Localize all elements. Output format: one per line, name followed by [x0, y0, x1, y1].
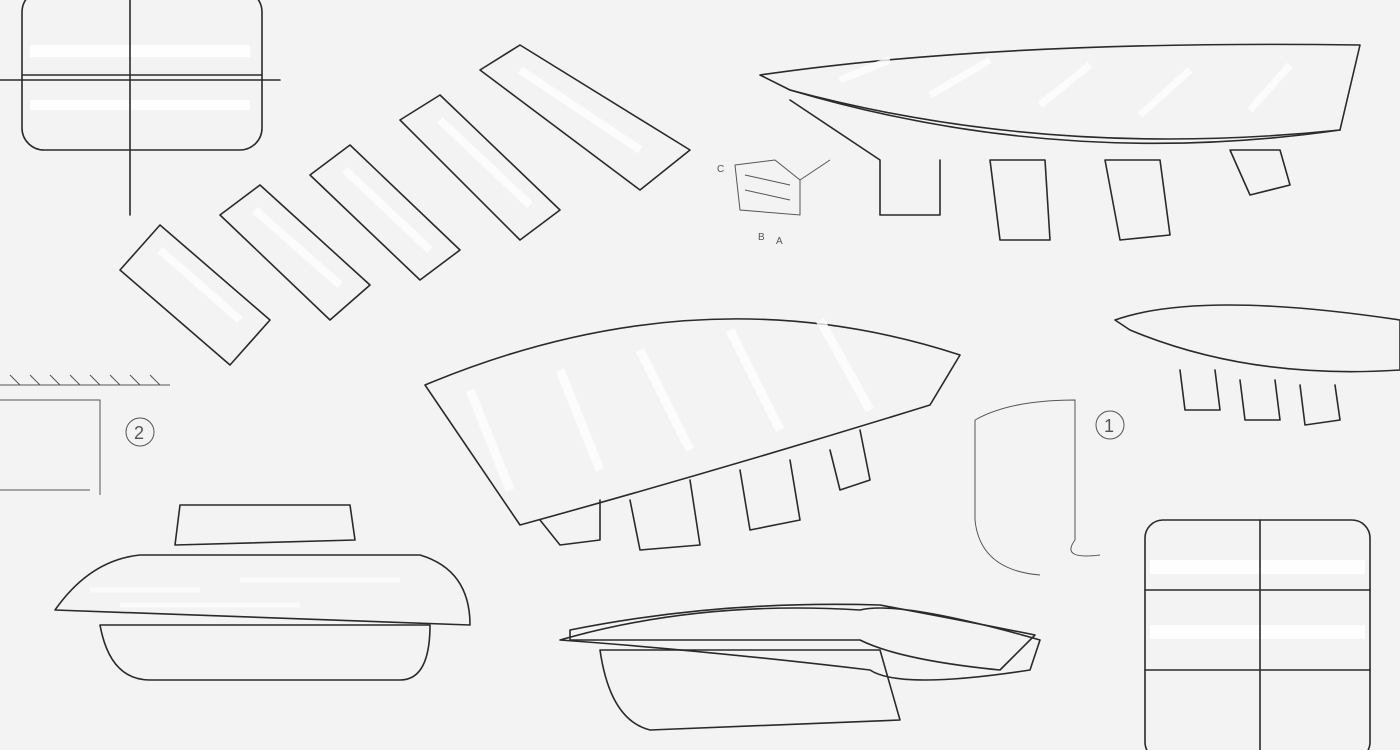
- center-lounger-sketch: [424, 317, 961, 551]
- top-right-lounger-sketch: [759, 43, 1361, 241]
- section-abc-sketch: C B A: [717, 159, 831, 247]
- detail-2-label: 2: [134, 423, 144, 443]
- bottom-left-lounger-sketch: [54, 504, 471, 681]
- detail-1-label: 1: [1104, 416, 1114, 436]
- top-left-cushion-sketch: [0, 0, 281, 216]
- right-small-lounger-sketch: [1114, 304, 1400, 426]
- detail-1-sketch: 1: [974, 399, 1125, 576]
- section-c-label: C: [717, 164, 724, 175]
- bottom-center-lounger-sketch: [559, 603, 1041, 731]
- section-b-label: B: [758, 232, 765, 243]
- detail-2-sketch: 2: [0, 374, 170, 495]
- diagonal-lounger-sketch: [119, 44, 691, 366]
- bottom-right-cushion-sketch: [1144, 519, 1371, 750]
- section-a-label: A: [776, 236, 783, 247]
